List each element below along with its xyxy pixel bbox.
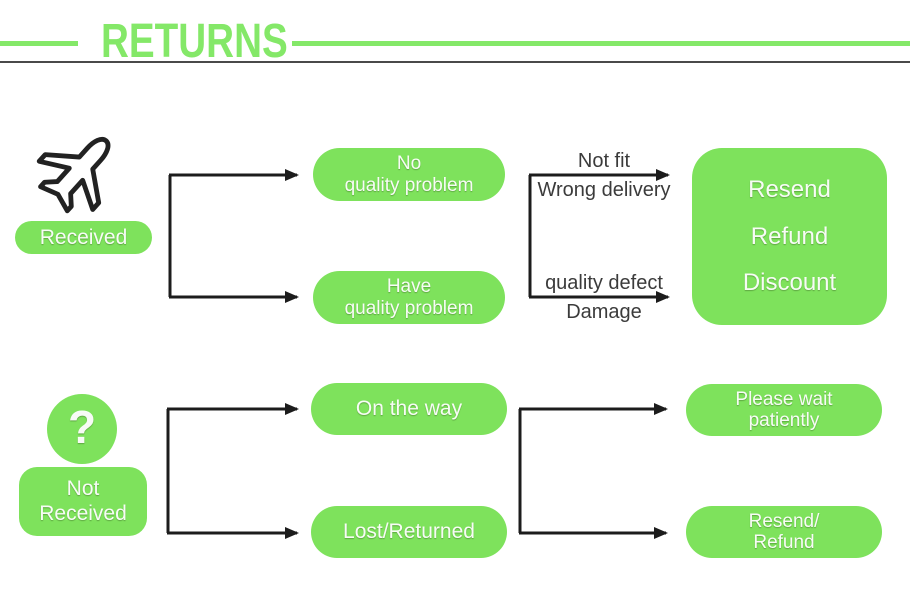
header-left-line bbox=[0, 41, 78, 46]
node-received: Received bbox=[15, 221, 152, 254]
node-label-line: patiently bbox=[748, 410, 820, 431]
node-outcome-resend-refund-discount: Resend Refund Discount bbox=[692, 148, 887, 325]
node-label-line: quality problem bbox=[344, 297, 474, 319]
header-right-line bbox=[292, 41, 910, 46]
node-have-quality-problem: Have quality problem bbox=[313, 271, 505, 324]
arrow-label-damage: Damage bbox=[566, 301, 642, 323]
node-label: Received bbox=[39, 225, 128, 249]
node-label-line: Received bbox=[39, 501, 127, 525]
node-label: On the way bbox=[355, 397, 463, 421]
question-mark-icon: ? bbox=[47, 394, 117, 464]
outcome-line: Resend bbox=[748, 176, 831, 204]
node-resend-refund: Resend/ Refund bbox=[686, 506, 882, 558]
node-label-line: Please wait bbox=[735, 388, 833, 410]
arrow-label-not-fit: Not fit bbox=[577, 150, 631, 172]
arrow-label-wrong-delivery: Wrong delivery bbox=[537, 179, 671, 201]
outcome-line: Refund bbox=[750, 222, 829, 250]
node-label-line: Refund bbox=[753, 532, 815, 553]
node-label: Lost/Returned bbox=[343, 520, 475, 544]
header-divider-line bbox=[0, 61, 910, 63]
node-not-received: Not Received bbox=[19, 467, 147, 536]
node-please-wait-patiently: Please wait patiently bbox=[686, 384, 882, 436]
node-label-line: No bbox=[396, 153, 422, 175]
page-title: RETURNS bbox=[101, 13, 288, 68]
outcome-line: Discount bbox=[742, 268, 837, 296]
node-label-line: Not bbox=[66, 477, 100, 501]
node-label-line: quality problem bbox=[344, 174, 474, 196]
airplane-icon bbox=[36, 136, 111, 214]
node-lost-returned: Lost/Returned bbox=[311, 506, 507, 558]
node-on-the-way: On the way bbox=[311, 383, 507, 435]
node-label-line: Have bbox=[386, 276, 432, 298]
node-label-line: Resend/ bbox=[748, 510, 820, 532]
arrow-label-quality-defect: quality defect bbox=[545, 272, 663, 294]
node-no-quality-problem: No quality problem bbox=[313, 148, 505, 201]
question-mark-glyph: ? bbox=[67, 401, 97, 453]
